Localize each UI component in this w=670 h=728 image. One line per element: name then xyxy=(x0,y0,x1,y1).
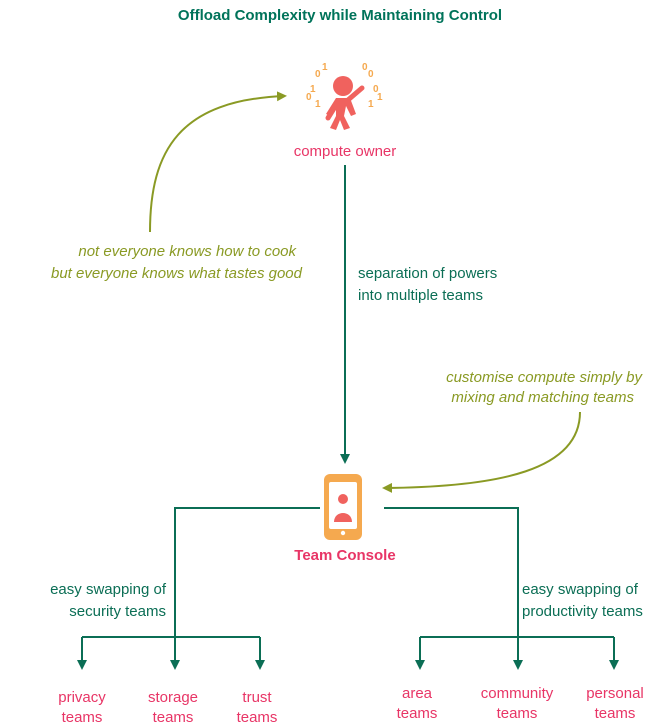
node-area-teams-line2: teams xyxy=(396,705,438,722)
node-storage-teams-line2: teams xyxy=(152,709,194,726)
node-team-console-label: Team Console xyxy=(294,547,396,564)
binary-digit: 1 xyxy=(368,99,374,110)
binary-digit: 1 xyxy=(310,84,316,95)
node-privacy-teams-line1: privacy xyxy=(58,689,106,706)
binary-digit: 1 xyxy=(315,99,321,110)
node-storage-teams: storage teams xyxy=(123,688,223,728)
binary-digit: 0 xyxy=(373,84,379,95)
edge-label-separation-2: into multiple teams xyxy=(358,287,484,304)
binary-digit: 0 xyxy=(362,62,368,73)
node-personal-teams-line2: teams xyxy=(594,705,636,722)
note-arrow-cook xyxy=(149,91,287,233)
binary-digit: 1 xyxy=(377,92,383,103)
node-personal-teams-line1: personal xyxy=(586,685,644,702)
binary-digit: 0 xyxy=(368,69,374,80)
node-privacy-teams-line2: teams xyxy=(61,709,103,726)
node-area-teams-line1: area xyxy=(401,685,433,702)
node-community-teams: community teams xyxy=(462,684,572,724)
node-trust-teams: trust teams xyxy=(207,688,307,728)
edge-console-to-security xyxy=(170,507,320,670)
person-with-binary-icon: 0 1 1 0 0 1 1 0 0 1 xyxy=(306,62,383,130)
note-cook-2: but everyone knows what tastes good xyxy=(51,265,302,282)
note-cook-1: not everyone knows how to cook xyxy=(78,243,296,260)
edge-console-to-productivity xyxy=(384,507,523,670)
note-arrow-mix xyxy=(382,411,581,493)
binary-digit: 0 xyxy=(315,69,321,80)
node-privacy-teams: privacy teams xyxy=(32,688,132,728)
edge-label-security-1: easy swapping of xyxy=(50,581,166,598)
binary-digit: 1 xyxy=(322,62,328,73)
edge-label-separation-1: separation of powers xyxy=(358,265,498,282)
binary-digit: 0 xyxy=(306,92,312,103)
node-trust-teams-line1: trust xyxy=(242,689,272,706)
edge-label-productivity-1: easy swapping of xyxy=(522,581,638,598)
node-storage-teams-line1: storage xyxy=(147,689,199,706)
node-trust-teams-line2: teams xyxy=(236,709,278,726)
node-community-teams-line1: community xyxy=(480,685,554,702)
note-mix-2: mixing and matching teams xyxy=(451,389,634,406)
node-community-teams-line2: teams xyxy=(496,705,538,722)
edge-label-productivity-2: productivity teams xyxy=(522,603,643,620)
phone-icon xyxy=(324,474,362,540)
node-area-teams: area teams xyxy=(367,684,467,724)
node-personal-teams: personal teams xyxy=(563,684,667,724)
diagram-title: Offload Complexity while Maintaining Con… xyxy=(177,7,503,24)
node-compute-owner-label: compute owner xyxy=(293,143,397,160)
edge-label-security-2: security teams xyxy=(69,603,166,620)
note-mix-1: customise compute simply by xyxy=(446,369,642,386)
